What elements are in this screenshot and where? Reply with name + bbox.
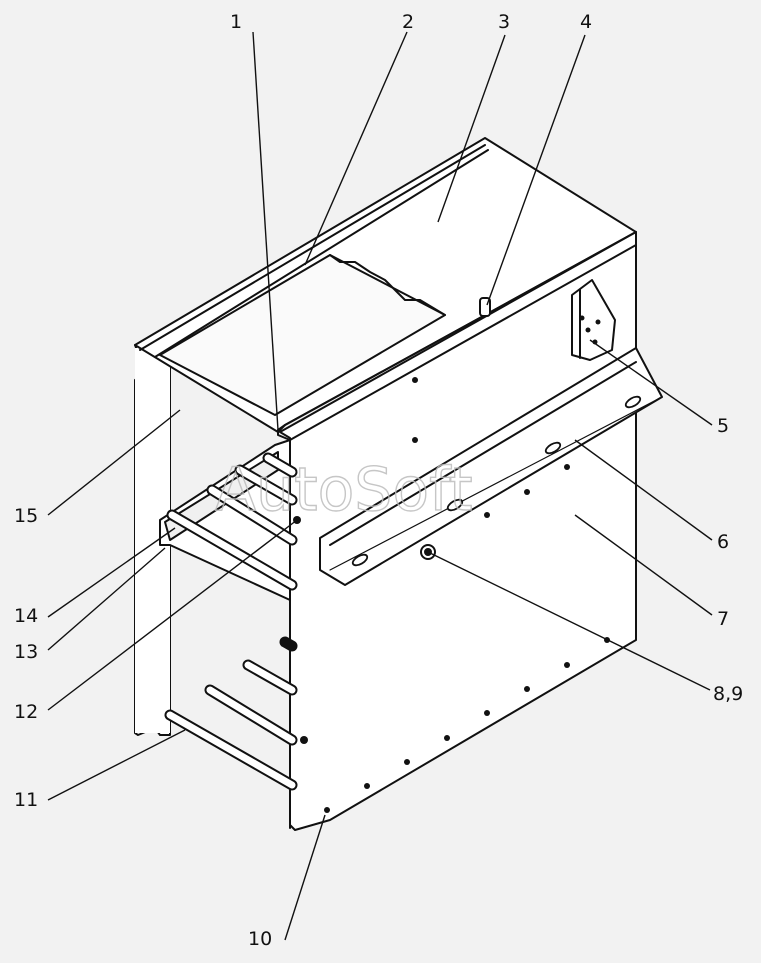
callout-7: 7 [717, 608, 729, 630]
angle-bracket-edge [329, 361, 637, 546]
front-panel-top-fold [277, 231, 637, 441]
callout-6: 6 [717, 531, 729, 553]
leader-3 [437, 34, 506, 223]
leader-2 [304, 31, 408, 266]
callout-8-9: 8,9 [713, 683, 743, 705]
callout-10: 10 [248, 928, 272, 950]
callout-1: 1 [230, 11, 242, 33]
callout-4: 4 [580, 11, 592, 33]
leader-13 [47, 547, 166, 651]
leader-12 [47, 519, 298, 711]
leader-8-9 [427, 551, 711, 691]
callout-5: 5 [717, 415, 729, 437]
upper-rods [166, 452, 298, 591]
leader-lines [47, 31, 713, 941]
watermark: AutoSoft [215, 455, 473, 525]
leader-7 [574, 514, 713, 616]
leader-11 [47, 729, 186, 801]
leader-10 [284, 814, 326, 941]
leader-4 [486, 34, 586, 306]
leader-6 [574, 439, 713, 541]
lower-rods [164, 636, 298, 791]
callout-2: 2 [402, 11, 414, 33]
callout-12: 12 [14, 701, 38, 723]
leader-5 [589, 339, 713, 426]
callout-11: 11 [14, 789, 38, 811]
leader-14 [47, 527, 176, 618]
cover-plate-notch [329, 254, 446, 316]
angle-bracket-edge-lower [329, 396, 663, 571]
leader-15 [47, 409, 181, 516]
angle-bracket [319, 347, 663, 586]
callout-3: 3 [498, 11, 510, 33]
top-cover-front-edge [154, 149, 489, 358]
bracket-slots [351, 395, 642, 567]
leader-1 [252, 31, 279, 431]
callout-14: 14 [14, 605, 38, 627]
callout-13: 13 [14, 641, 38, 663]
side-plate [571, 279, 616, 361]
callout-15: 15 [14, 505, 38, 527]
